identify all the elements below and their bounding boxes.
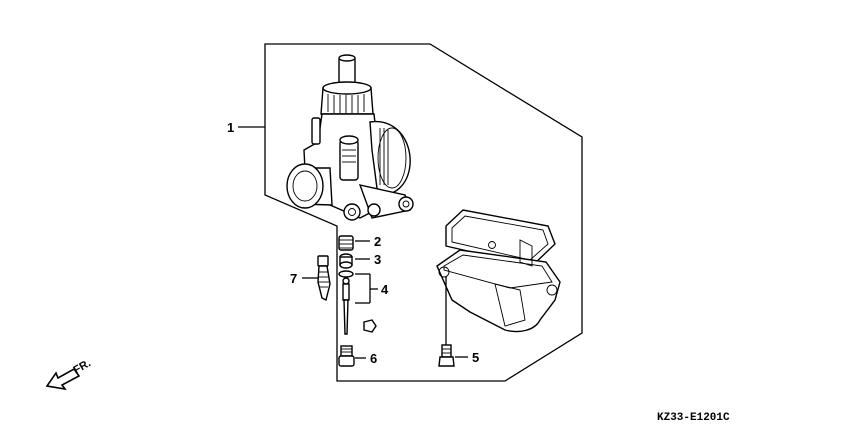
callout-4: 4 [381, 282, 389, 297]
callout-7: 7 [290, 271, 297, 286]
callout-6: 6 [370, 351, 377, 366]
leader-lines [238, 126, 468, 359]
assembly-outline [264, 43, 583, 382]
diagram-code: KZ33-E1201C [657, 412, 730, 424]
part-2-illustration [338, 235, 354, 251]
part-6-illustration [338, 345, 355, 367]
callout-1: 1 [227, 120, 234, 135]
direction-label: FR. [72, 357, 93, 376]
part-3-illustration [339, 253, 353, 269]
part-4-illustration [338, 270, 377, 335]
callout-3: 3 [374, 252, 381, 267]
carburetor-body-illustration [286, 54, 414, 221]
callout-2: 2 [374, 234, 381, 249]
front-direction-arrow: FR. [45, 357, 93, 391]
arrow-icon [45, 367, 81, 391]
float-bowl-illustration [436, 209, 561, 333]
part-7-illustration [317, 255, 331, 302]
callout-5: 5 [472, 350, 479, 365]
part-5-illustration [438, 276, 455, 367]
